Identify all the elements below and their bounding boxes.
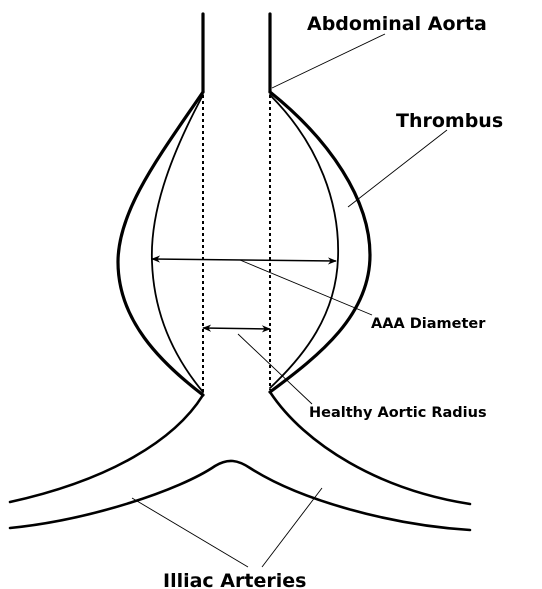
thrombus-inner-left — [152, 95, 203, 392]
leader-thrombus — [348, 130, 447, 207]
aneurysm-outer-wall-right — [270, 92, 370, 392]
label-illiac-arteries: Illiac Arteries — [163, 570, 306, 589]
leader-abdominal-aorta — [272, 34, 385, 88]
healthy-radius-arrow — [203, 328, 270, 329]
label-thrombus: Thrombus — [396, 110, 503, 132]
aneurysm-outer-wall-left — [118, 92, 203, 395]
aaa-diameter-arrow — [152, 259, 336, 261]
leader-illiac-right — [262, 488, 322, 567]
label-abdominal-aorta: Abdominal Aorta — [307, 13, 487, 35]
label-healthy-aortic-radius: Healthy Aortic Radius — [309, 405, 487, 421]
leader-illiac-left — [132, 498, 248, 567]
iliac-crotch-wall — [10, 461, 470, 530]
leader-aaa-diameter — [240, 260, 372, 315]
label-aaa-diameter: AAA Diameter — [371, 316, 486, 332]
